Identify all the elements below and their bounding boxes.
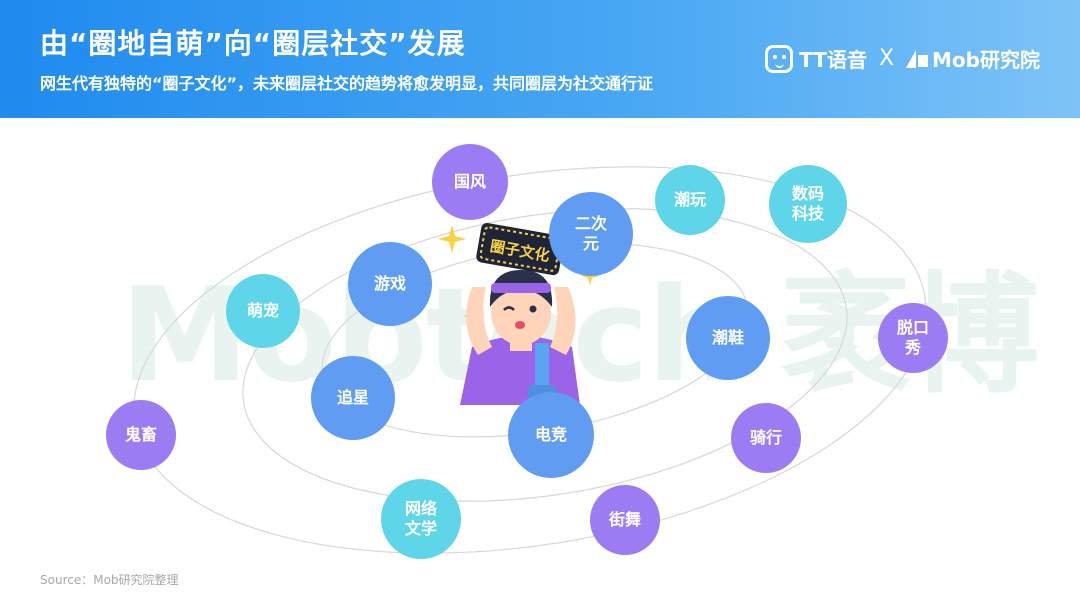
header-banner: 由“圈地自萌”向“圈层社交”发展 网生代有独特的“圈子文化”，未来圈层社交的趋势… (0, 0, 1080, 118)
tt-logo-text: TT语音 (799, 48, 867, 72)
circle-qixing: 骑行 (731, 403, 801, 473)
circle-shuma-keji: 数码 科技 (769, 165, 847, 243)
circle-guofeng: 国风 (432, 144, 508, 220)
sparkle-icon (438, 225, 466, 253)
circle-erciyuan: 二次 元 (549, 192, 633, 276)
circle-guichu: 鬼畜 (106, 400, 176, 470)
circle-dianjing: 电竞 (508, 392, 594, 478)
mob-logo-icon (906, 49, 917, 68)
page-title: 由“圈地自萌”向“圈层社交”发展 (40, 27, 466, 60)
page-subtitle: 网生代有独特的“圈子文化”，未来圈层社交的趋势将愈发明显，共同圈层为社交通行证 (40, 74, 654, 93)
sparkle-icon (581, 267, 599, 285)
tt-face-icon (765, 44, 794, 73)
circle-chaowan: 潮玩 (655, 165, 725, 235)
mob-logo-block-icon (918, 55, 929, 67)
circle-jiewu: 街舞 (590, 485, 660, 555)
orbit-middle (242, 208, 848, 502)
circle-youxi: 游戏 (348, 242, 432, 326)
circle-chaoxie: 潮鞋 (686, 296, 770, 380)
circle-zhuixing: 追星 (311, 356, 395, 440)
circle-mengchong: 萌宠 (226, 274, 300, 348)
circle-wangluo-wenxue: 网络 文学 (381, 479, 461, 559)
mob-logo-text: Mob研究院 (932, 48, 1040, 72)
circle-tuokouxiu: 脱口 秀 (878, 303, 948, 373)
logo-separator: X (878, 46, 895, 71)
character-illustration: 圈子文化 (438, 222, 599, 405)
source-note: Source：Mob研究院整理 (40, 573, 179, 587)
logo-group: TT语音 X Mob研究院 (765, 44, 1040, 73)
